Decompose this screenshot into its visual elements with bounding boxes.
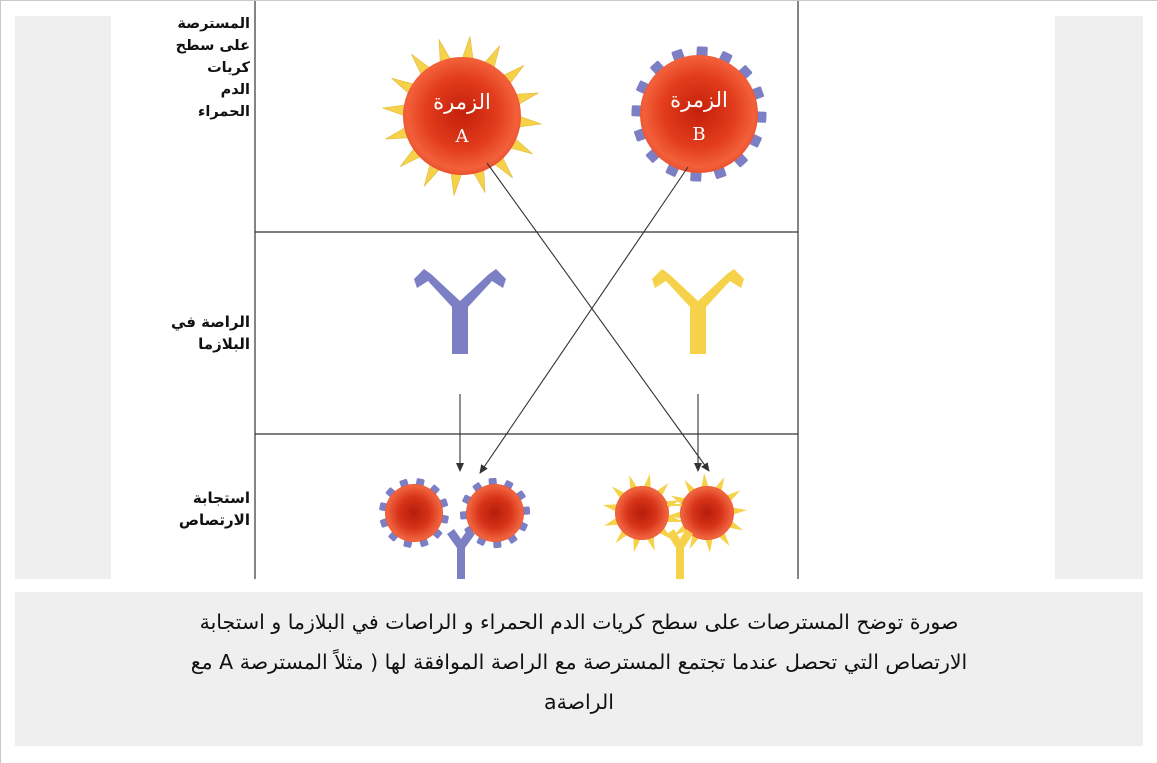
antibody-link [667,529,693,579]
line-a-cell-to-reaction [486,162,710,472]
antigen-spike [633,536,642,553]
row-label-antigens: المسترصة على سطح كريات الدم الحمراء [110,13,250,123]
red-cell-body [680,486,734,540]
red-cell-body [385,484,443,542]
antigen-spike [602,504,619,513]
cell-a-letter: A [455,126,470,147]
page-border [0,0,1,763]
red-cell-body [640,55,758,173]
side-band [15,16,111,579]
label-line: على سطح [175,38,250,54]
diagram-canvas: الزمرة A الزمرة B [254,1,799,579]
antibody-anti-a [652,269,744,354]
agglutination-group-a [602,473,747,579]
red-cell-group-b: الزمرة B [631,46,767,182]
agglutination-group-b [379,477,531,579]
antigen-spike [667,510,683,519]
caption-line: الراصةa [544,690,614,714]
label-line: الحمراء [198,104,250,120]
antigen-spike [731,507,747,516]
label-line: استجابة [192,489,250,507]
caption-line: صورة توضح المسترصات على سطح كريات الدم ا… [199,610,959,634]
label-line: البلازما [198,335,250,353]
figure-caption: صورة توضح المسترصات على سطح كريات الدم ا… [15,592,1143,746]
antigen-knob [696,46,708,58]
label-line: كريات [207,60,250,76]
antigen-spike [701,473,710,489]
side-band [1055,16,1143,579]
antibody-anti-b [414,269,506,354]
red-cell-body [615,486,669,540]
antigen-spike [642,473,651,490]
antibody-link [447,529,475,579]
antigen-knob [690,170,702,182]
caption-line: الارتصاص التي تحصل عندما تجتمع المسترصة … [190,650,968,674]
blood-group-diagram: الزمرة A الزمرة B [111,1,1055,579]
cell-b-name: الزمرة [670,88,728,112]
label-line: الدم [220,82,250,98]
antigen-knob [755,111,767,123]
line-b-cell-to-reaction [479,166,689,474]
cell-a-name: الزمرة [433,90,491,114]
antigen-spike [704,537,713,553]
antigen-b-knobs [631,46,767,182]
antigen-knob [631,105,643,117]
red-cell-body [466,484,524,542]
cell-b-letter: B [692,124,705,145]
row-label-reaction: استجابة الارتصاص [110,487,250,531]
label-line: الراصة في [170,313,250,331]
row-label-antibodies: الراصة في البلازما [110,311,250,355]
red-cell-body [403,57,521,175]
label-line: الارتصاص [178,511,250,529]
label-line: المسترصة [177,16,250,32]
page-border [0,0,1157,1]
red-cell-group-a: الزمرة A [382,36,542,196]
